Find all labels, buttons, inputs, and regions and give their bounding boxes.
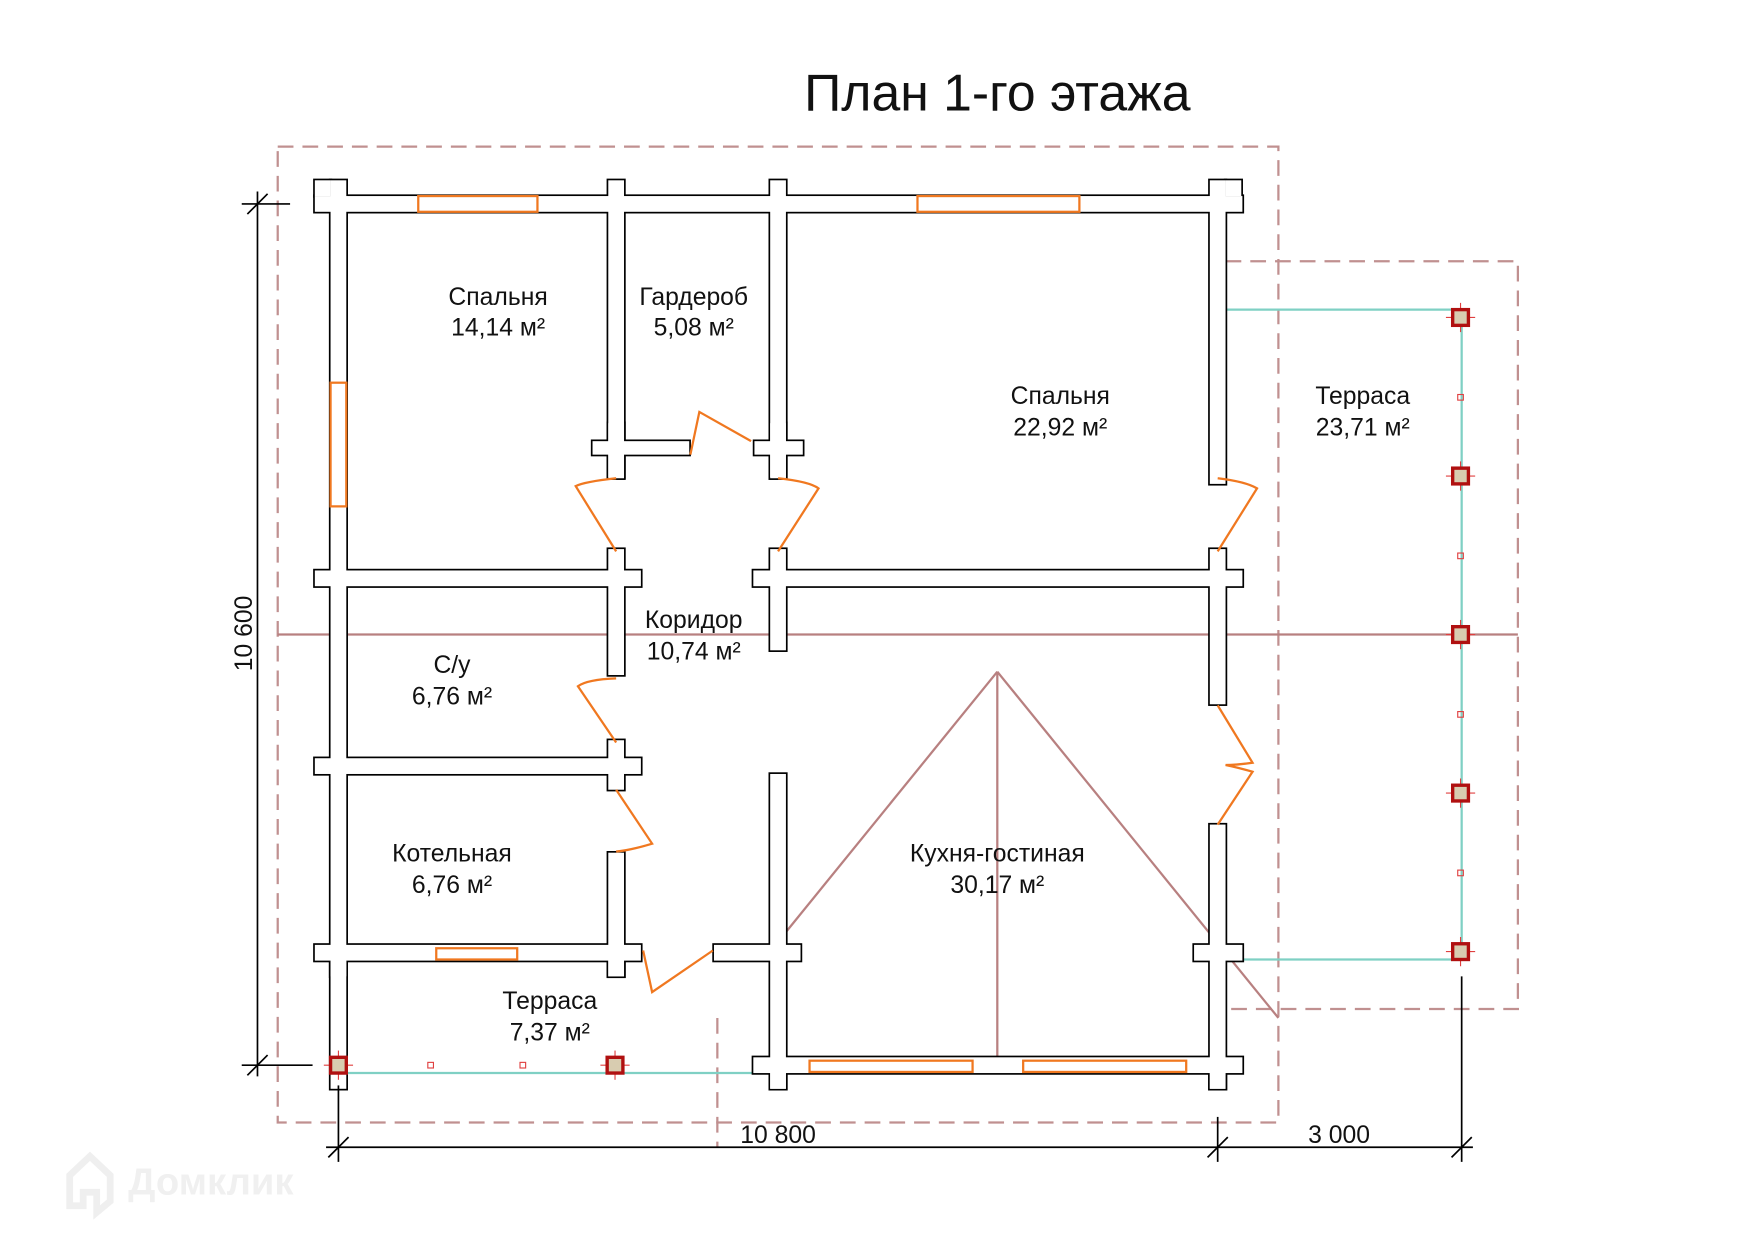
room-garderob: Гардероб 5,08 м² [639,284,748,341]
window [808,1059,974,1074]
dimension-width: 10 800 [740,1122,816,1149]
doors [574,410,1259,994]
wall [1209,180,1226,484]
room-area: 6,76 м² [412,872,492,899]
dimension-lines [241,191,1473,1162]
wall [608,423,625,478]
door [574,477,618,552]
room-name: Спальня [1011,383,1110,410]
room-area: 6,76 м² [412,683,492,710]
wall [1209,1073,1226,1089]
room-terrasa-right: Терраса 23,71 м² [1315,383,1410,441]
room-name: Кухня-гостиная [910,841,1085,868]
window [329,381,348,508]
door [615,789,654,853]
window [1022,1059,1188,1074]
post-icon [600,1050,630,1080]
room-area: 5,08 м² [654,314,734,341]
room-terrasa-bottom: Терраса 7,37 м² [502,988,597,1046]
post-icon [323,1050,354,1080]
watermark-text: Домклик [128,1160,294,1203]
dimension-height: 10 600 [231,596,258,672]
baluster-icon [1457,393,1464,401]
room-koridor: Коридор 10,74 м² [645,607,743,665]
wall [314,758,641,774]
door [576,677,618,744]
room-area: 14,14 м² [451,314,545,341]
wall [753,570,1243,587]
room-area: 7,37 м² [510,1019,590,1046]
window [916,194,1081,213]
baluster-icon [1457,869,1464,877]
room-area: 23,71 м² [1316,415,1410,442]
room-name: Терраса [502,988,597,1015]
window [417,194,539,213]
door [642,949,714,994]
wall [713,944,801,961]
windows [329,194,1188,1074]
wall [314,180,331,197]
wall [608,180,625,479]
wall [1209,549,1226,705]
room-area: 10,74 м² [647,638,741,665]
room-area: 30,17 м² [950,872,1044,899]
door [777,477,821,552]
terrace-posts [323,302,1476,1080]
room-kitchen-living: Кухня-гостиная 30,17 м² [910,841,1085,899]
baluster-icon [519,1061,527,1069]
post-icon [1445,778,1476,808]
room-spalnya-2: Спальня 22,92 м² [1011,383,1110,441]
room-spalnya-1: Спальня 14,14 м² [448,284,547,341]
walls [314,180,1243,1089]
window [435,947,519,961]
wall [770,1073,786,1089]
door [1216,704,1255,826]
room-name: Гардероб [639,284,748,311]
baluster-icon [1457,711,1464,718]
room-bathroom: С/у 6,76 м² [412,652,492,710]
wall [770,180,786,479]
room-name: Котельная [392,841,512,868]
wall [608,549,625,676]
post-icon [1445,302,1476,333]
room-area: 22,92 м² [1013,415,1107,442]
watermark-logo-icon [66,1151,114,1220]
page-title: План 1-го этажа [804,64,1191,122]
post-icon [1445,619,1476,650]
wall [330,960,347,977]
baluster-icon [1457,552,1464,560]
room-name: Терраса [1315,383,1410,410]
wall [1225,180,1242,197]
wall [608,960,625,977]
door [1216,477,1259,552]
wall [1194,944,1243,961]
dimension-terrace-width: 3 000 [1308,1122,1370,1149]
wall [770,773,786,1089]
post-icon [1445,461,1476,491]
wall [314,570,641,587]
wall [770,423,786,478]
room-name: Коридор [645,607,743,634]
room-kotelnaya: Котельная 6,76 м² [392,841,512,899]
wall [592,441,690,455]
room-name: С/у [433,652,471,679]
wall [770,549,786,651]
baluster-icon [427,1061,435,1069]
post-icon [1445,937,1476,967]
door [689,410,752,455]
watermark: Домклик [66,1151,294,1220]
room-name: Спальня [448,284,547,311]
